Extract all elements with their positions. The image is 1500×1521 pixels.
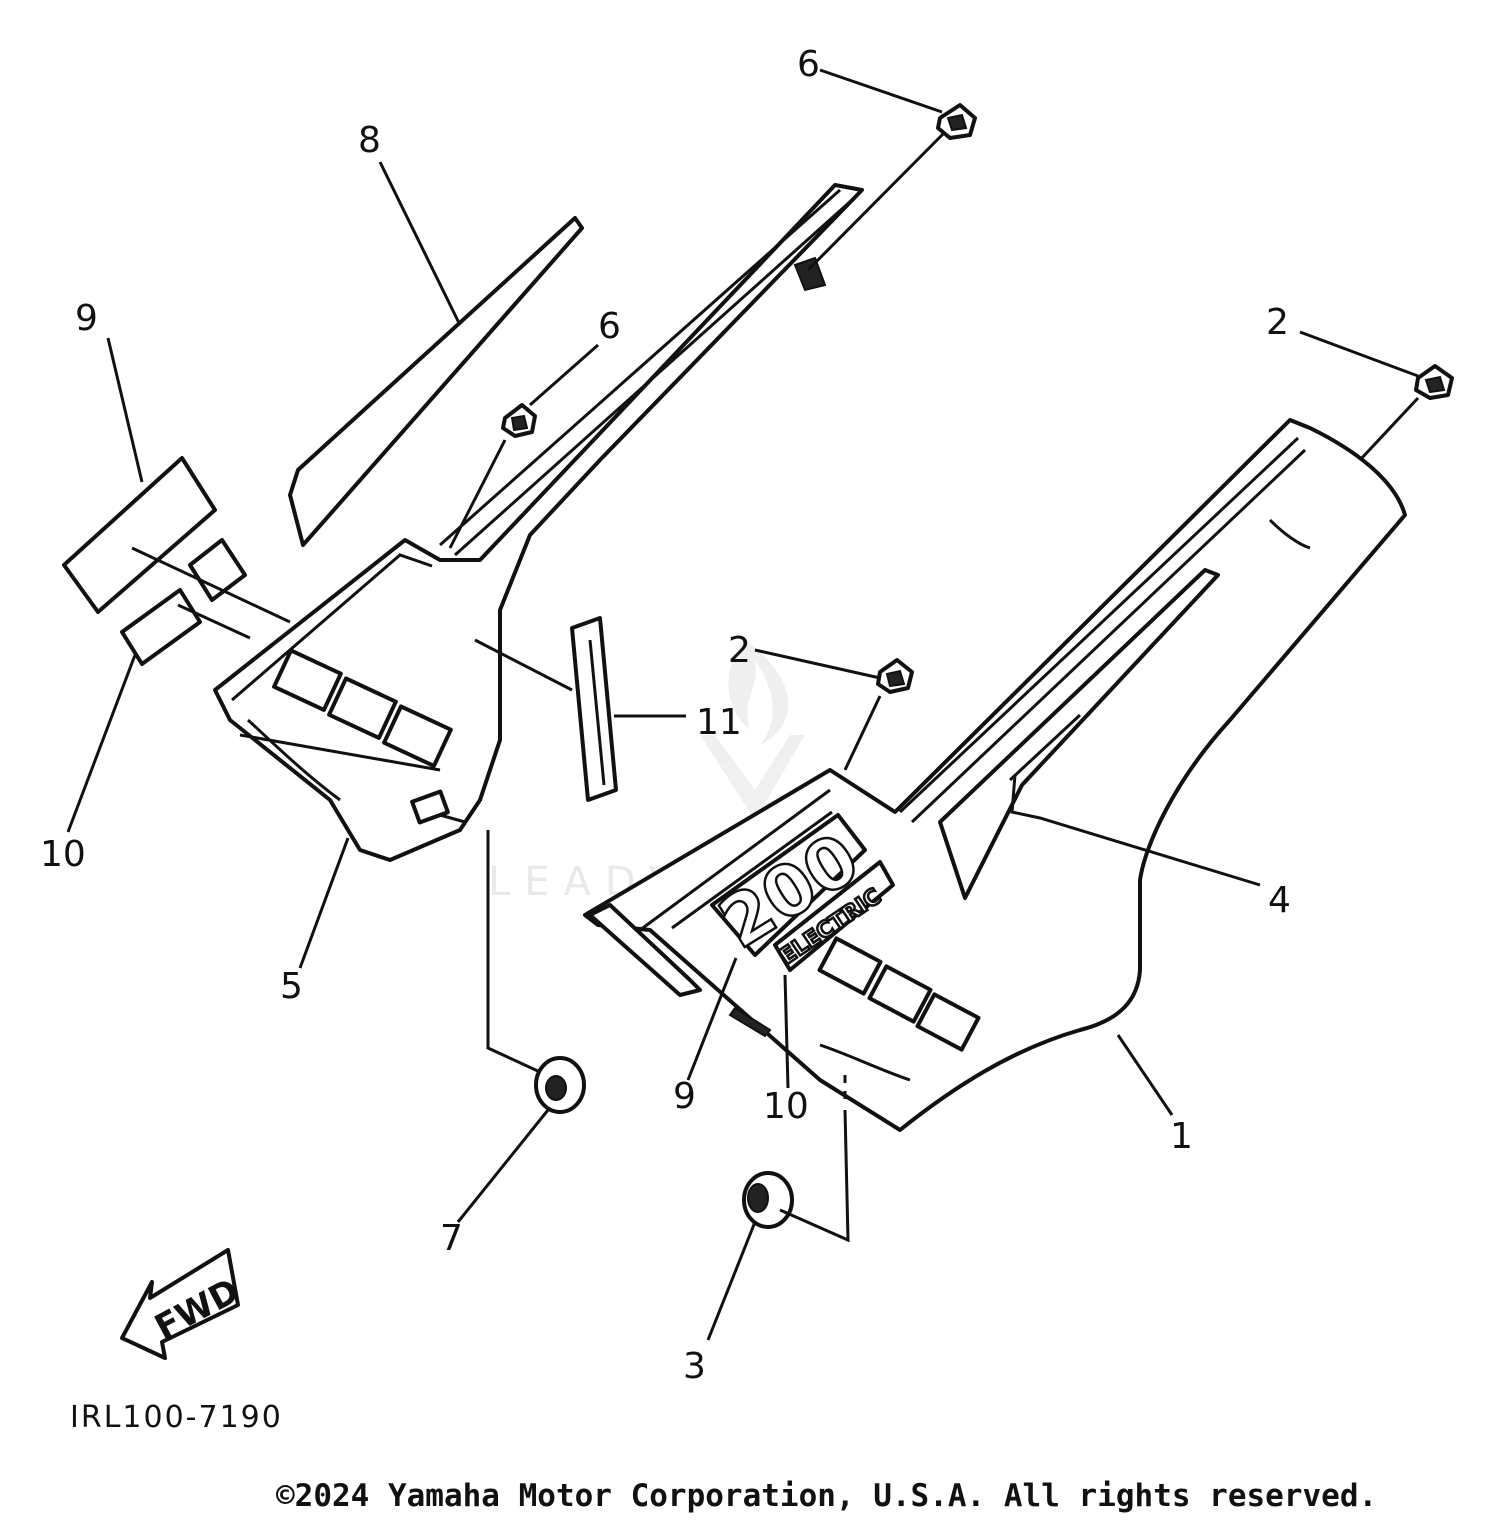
callout-4: 4: [1268, 880, 1291, 921]
part-1-side-cover[interactable]: 200 ELECTRIC: [583, 418, 1407, 1132]
part-10-decal-left-b[interactable]: [120, 588, 202, 666]
callout-3: 3: [683, 1346, 706, 1387]
fwd-arrow: FWD: [120, 1248, 246, 1360]
part-7-grommet[interactable]: [534, 1056, 586, 1114]
callout-2-top: 2: [1266, 302, 1289, 343]
callout-9-left: 9: [75, 298, 98, 339]
callout-6-top: 6: [797, 44, 820, 85]
part-11-strip[interactable]: [570, 616, 618, 802]
callout-11: 11: [696, 702, 742, 743]
callout-9-right: 9: [673, 1076, 696, 1117]
leader-lines: [66, 68, 1420, 1341]
watermark-logo: [700, 640, 805, 820]
part-5-side-cover[interactable]: [213, 183, 864, 862]
callout-2-middle: 2: [728, 630, 751, 671]
part-10-decal-left-a[interactable]: [188, 538, 247, 602]
part-3-grommet[interactable]: [742, 1171, 794, 1229]
part-6-nut-top[interactable]: [936, 103, 977, 140]
callout-6-middle: 6: [598, 306, 621, 347]
part-6-nut-middle[interactable]: [501, 403, 537, 438]
callout-8: 8: [358, 120, 381, 161]
callout-5: 5: [280, 966, 303, 1007]
callout-10-left: 10: [40, 834, 86, 875]
callout-7: 7: [440, 1218, 463, 1259]
part-8-strip[interactable]: [288, 216, 584, 547]
part-2-nut-middle[interactable]: [876, 658, 914, 694]
drawing-code: IRL100-7190: [70, 1400, 283, 1435]
part-2-nut-top[interactable]: [1414, 364, 1454, 400]
part-9-decal-left[interactable]: [62, 456, 217, 614]
callout-10-right: 10: [763, 1086, 809, 1127]
copyright-notice: ©2024 Yamaha Motor Corporation, U.S.A. A…: [276, 1478, 1377, 1514]
callout-1: 1: [1170, 1116, 1193, 1157]
